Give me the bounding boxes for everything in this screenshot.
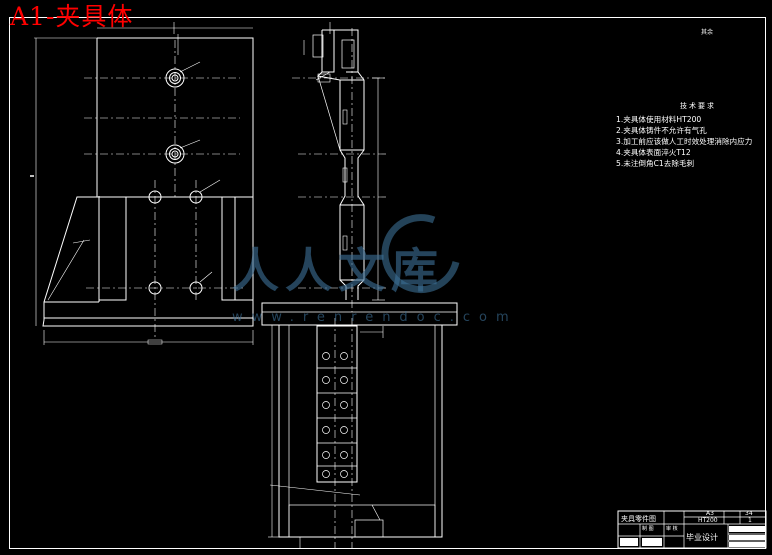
- title-block-drawn: 制 图: [642, 526, 654, 532]
- title-block-part-name: 夹具零件图: [621, 515, 656, 523]
- title-block-sheet-no: 1: [748, 517, 752, 524]
- top-view: [261, 302, 458, 548]
- title-block-scale: A3: [706, 510, 714, 517]
- title-block-sheet-count: 34: [745, 510, 753, 517]
- title-block-fills: [620, 526, 765, 547]
- technical-requirements: 技术要求 1.夹具体使用材料HT200 2.夹具体铸件不允许有气孔 3.加工前应…: [616, 101, 752, 169]
- watermark-text: 人人文库: [232, 244, 444, 299]
- front-view: [30, 22, 254, 345]
- requirement-item: 2.夹具体铸件不允许有气孔: [616, 126, 707, 135]
- watermark-url: www.renrendoc.com: [232, 310, 518, 325]
- requirement-item: 1.夹具体使用材料HT200: [616, 115, 702, 124]
- drawing-title: A1-夹具体: [10, 2, 134, 31]
- title-block-project: 毕业设计: [686, 533, 718, 542]
- requirement-item: 5.未注倒角C1去除毛刺: [616, 159, 695, 168]
- title-block-material: HT200: [698, 517, 718, 524]
- requirement-item: 4.夹具体表面淬火T12: [616, 148, 691, 157]
- title-block: [617, 510, 767, 549]
- side-view: [292, 22, 386, 312]
- title-block-checked: 审 核: [666, 526, 678, 532]
- drawing-frame: [9, 17, 766, 549]
- surface-roughness-note: 其余: [701, 29, 714, 36]
- technical-requirements-heading: 技术要求: [680, 102, 716, 110]
- requirement-item: 3.加工前应该做人工时效处理消除内应力: [616, 137, 753, 146]
- watermark-logo: [381, 214, 460, 294]
